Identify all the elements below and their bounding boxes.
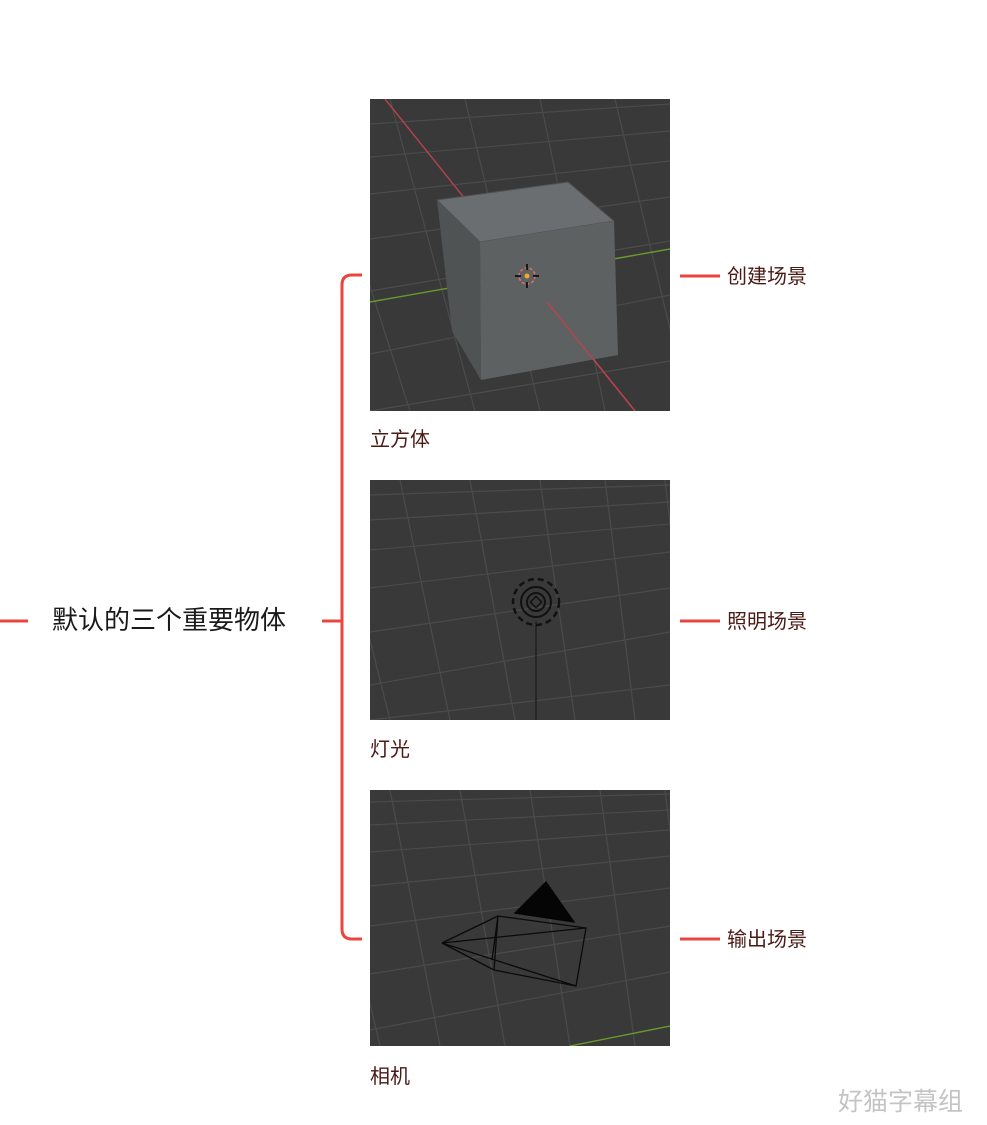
camera-icon — [441, 880, 587, 987]
root-topic: 默认的三个重要物体 — [52, 606, 287, 636]
watermark: 好猫字幕组 — [838, 1087, 964, 1116]
point-light-icon — [511, 577, 561, 627]
role-label-light: 照明场景 — [727, 609, 807, 633]
origin-marker-icon — [515, 264, 539, 288]
caption-cube: 立方体 — [370, 427, 430, 451]
light-viewport-image — [370, 480, 670, 720]
role-label-cube: 创建场景 — [727, 264, 807, 288]
camera-viewport-image — [370, 790, 670, 1046]
caption-camera: 相机 — [370, 1064, 410, 1088]
cube-viewport-image — [370, 99, 670, 411]
bracket — [340, 273, 362, 941]
caption-light: 灯光 — [370, 737, 410, 761]
role-label-camera: 输出场景 — [727, 927, 807, 951]
